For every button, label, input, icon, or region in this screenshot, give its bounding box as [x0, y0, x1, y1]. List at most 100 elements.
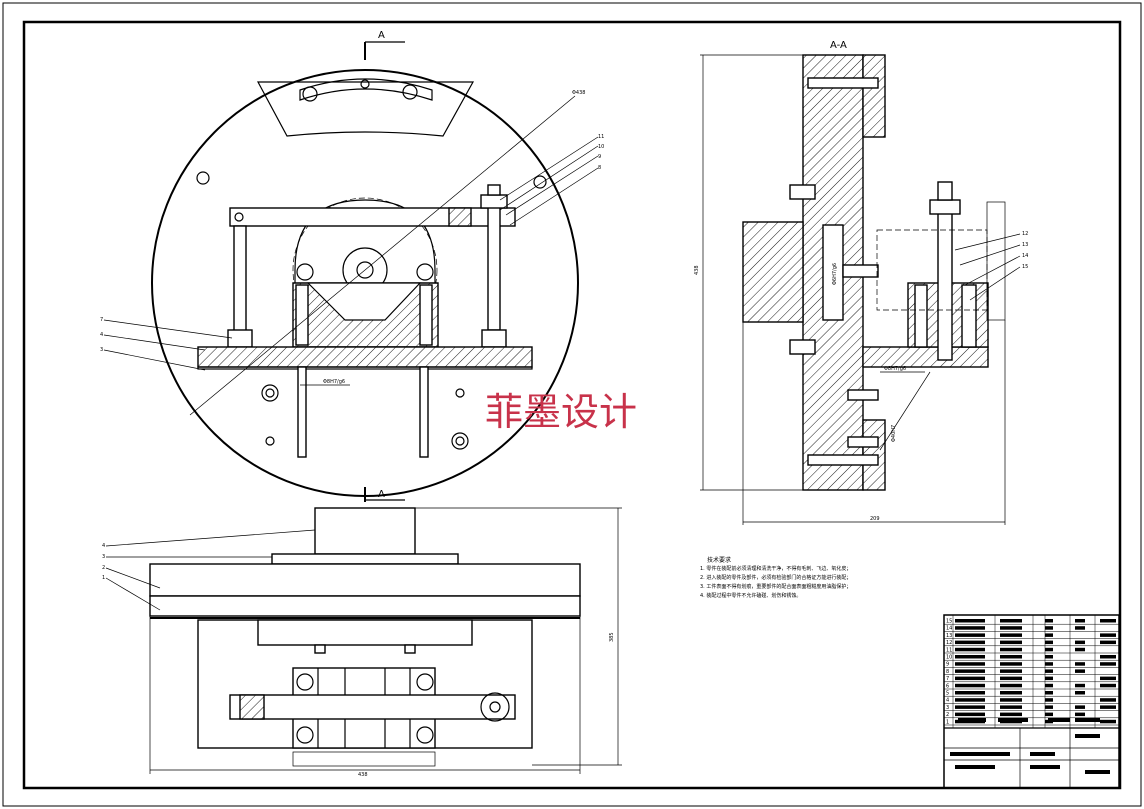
balloon-sec-2: 14 — [1022, 253, 1028, 259]
balloon-front-1: 3 — [102, 554, 105, 560]
parts-row-number: 14 — [946, 626, 952, 632]
section-top-block — [862, 54, 886, 138]
section-stud — [937, 199, 953, 361]
fit-leader-c — [879, 371, 931, 451]
section-bolt-mid2 — [789, 339, 816, 355]
parts-row-cell — [1075, 619, 1085, 623]
front-step — [257, 619, 473, 646]
v-groove — [306, 282, 422, 321]
technical-requirements: 技术要求 1. 零件在装配前必须清理和清洗干净，不得有毛刺、飞边、氧化皮； 2.… — [700, 556, 851, 599]
nut-top-right — [480, 194, 508, 209]
section-label-top: A — [378, 30, 385, 41]
hole-right — [533, 175, 547, 189]
balloon-left-1: 4 — [100, 332, 103, 338]
tb-fill-b — [998, 718, 1028, 722]
parts-row-cell — [955, 712, 985, 717]
parts-row-cell — [1075, 669, 1085, 673]
leader-12 — [954, 233, 1021, 251]
leader-13 — [959, 244, 1021, 266]
parts-row-cell — [1100, 683, 1116, 688]
stud-right — [487, 199, 501, 331]
section-bolt-mid1 — [789, 184, 816, 200]
parts-row-cell — [955, 669, 985, 673]
section-hub — [742, 221, 804, 323]
center-bore-inner — [356, 261, 374, 279]
parts-row-number: 1 — [946, 719, 949, 725]
section-bolt-low2 — [847, 436, 879, 448]
parts-row-number: 7 — [946, 676, 949, 682]
parts-row-cell — [1000, 712, 1022, 717]
front-leader-4 — [105, 529, 316, 547]
fit-label-section-b: Φ8H7/g6 — [884, 366, 906, 372]
section-label-bottom: A — [378, 489, 385, 500]
parts-row-cell — [1045, 619, 1053, 623]
parts-row-number: 12 — [946, 640, 952, 646]
balloon-left-2: 3 — [100, 347, 103, 353]
tech-note-4: 4. 装配过程中零件不允许磕碰、划伤和锈蚀。 — [700, 592, 801, 599]
section-bolt-top — [807, 77, 879, 89]
parts-row-cell — [955, 683, 985, 688]
parts-row-cell — [1045, 698, 1053, 702]
parts-row-cell — [1045, 655, 1053, 659]
parts-row-cell — [955, 619, 985, 623]
parts-row-cell — [1045, 640, 1053, 645]
parts-row-cell — [1075, 683, 1085, 688]
parts-row-cell — [1100, 698, 1116, 702]
tech-note-1: 1. 零件在装配前必须清理和清洗干净，不得有毛刺、飞边、氧化皮； — [700, 565, 851, 572]
center-boss — [294, 199, 436, 301]
front-leader-2 — [105, 567, 161, 589]
section-stud-nut — [929, 199, 961, 215]
parts-row-cell — [1000, 669, 1022, 673]
parts-row-cell — [1000, 633, 1022, 637]
front-bolt-l2 — [296, 726, 314, 744]
parts-row-number: 4 — [946, 698, 949, 704]
parts-row-cell — [1100, 640, 1116, 645]
parts-row-cell — [1045, 662, 1053, 666]
front-plate — [149, 563, 581, 597]
parts-row-cell — [1000, 647, 1022, 652]
section-pin — [842, 264, 879, 278]
parts-row-number: 2 — [946, 712, 949, 718]
leader-balloon-11 — [499, 136, 599, 201]
front-knob-inner — [489, 701, 501, 713]
index-arc-slot — [299, 78, 433, 101]
front-boss — [314, 507, 416, 555]
leader-balloon-7 — [103, 319, 233, 339]
tech-note-3: 3. 工件表面不得有划痕，重要部件的配合面表面粗糙度用油脂保护； — [700, 583, 851, 590]
parts-row-cell — [1100, 633, 1116, 637]
leader-14 — [964, 255, 1021, 286]
hole-low-a — [455, 388, 465, 398]
tb-fill-j — [1030, 765, 1060, 769]
section-bolt-low — [847, 389, 879, 401]
section-base-plate — [862, 346, 989, 368]
parts-row-cell — [955, 655, 985, 659]
front-pin-l — [314, 644, 326, 654]
parts-row-number: 9 — [946, 662, 949, 668]
parts-row-cell — [1000, 691, 1022, 695]
balloon-right-2: 9 — [598, 154, 601, 160]
parts-row-number: 3 — [946, 705, 949, 711]
leader-balloon-3 — [103, 349, 206, 371]
front-clamp-hatch — [239, 694, 265, 720]
leader-balloon-10 — [499, 145, 599, 211]
clamp-bar-hatch — [448, 207, 472, 227]
tb-fill-d — [1075, 718, 1100, 722]
slot-bolt-mid — [360, 79, 370, 89]
parts-row-number: 15 — [946, 619, 952, 625]
parts-row-cell — [955, 698, 985, 702]
base-lower — [197, 366, 533, 370]
bolt-low-right — [451, 432, 469, 450]
base-plate — [197, 346, 533, 368]
parts-row-number: 10 — [946, 655, 952, 661]
parts-row-number: 6 — [946, 683, 949, 689]
parts-row-cell — [1045, 647, 1053, 652]
bolt-low-right-in — [455, 436, 465, 446]
balloon-right-0: 11 — [598, 134, 604, 140]
leader-balloon-8 — [509, 167, 599, 226]
dim-height-section: 438 — [694, 265, 700, 275]
slot-bolt-left — [302, 86, 318, 102]
nut-right — [481, 329, 507, 348]
parts-row-cell — [1100, 719, 1116, 724]
bolt-low-left — [261, 384, 279, 402]
